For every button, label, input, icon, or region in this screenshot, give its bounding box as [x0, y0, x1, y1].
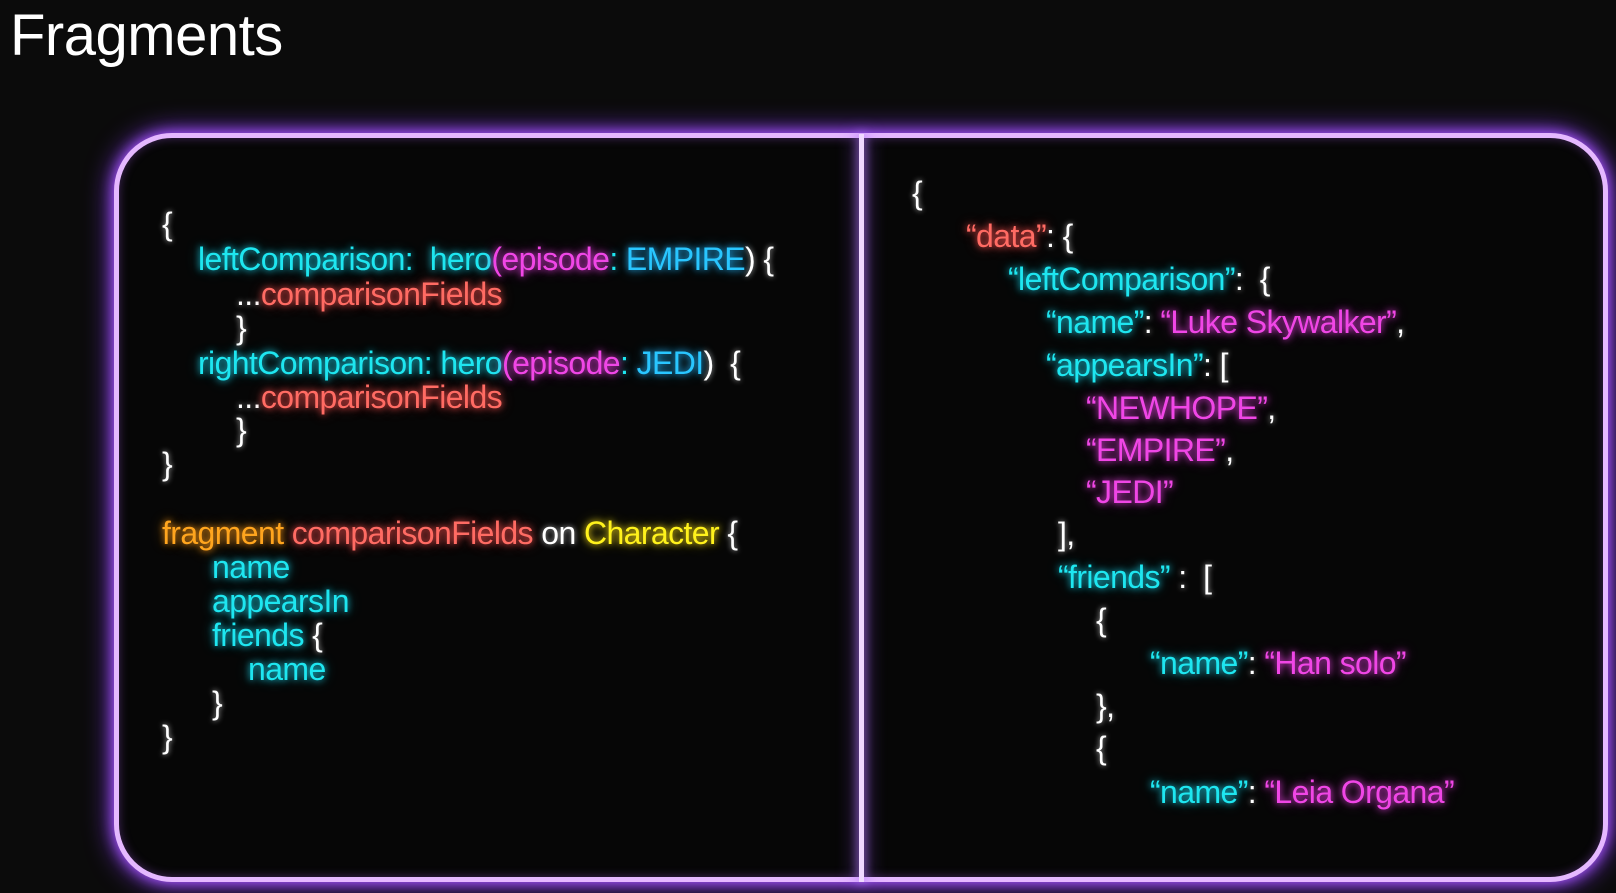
code-token: : [	[1169, 559, 1212, 595]
code-token: “NEWHOPE”	[1086, 390, 1268, 426]
code-token: ,	[1225, 432, 1234, 468]
query-code-line: }	[236, 310, 247, 347]
code-token: episode	[512, 345, 621, 381]
code-token: }	[212, 685, 223, 721]
code-token: “JEDI”	[1086, 474, 1174, 510]
code-token: “Han solo”	[1264, 645, 1406, 681]
code-token: appearsIn	[212, 583, 350, 619]
response-code-line: “EMPIRE”,	[1086, 432, 1234, 469]
response-code-line: “appearsIn”: [	[1046, 347, 1229, 384]
code-token: leftComparison:	[198, 241, 430, 277]
code-token: EMPIRE	[625, 241, 746, 277]
query-code-line: name	[212, 549, 290, 586]
query-code-line: }	[162, 719, 173, 756]
code-token: :	[1143, 304, 1161, 340]
code-token: )	[745, 241, 764, 277]
code-token: : {	[1234, 261, 1271, 297]
response-code-line: “data”: {	[966, 218, 1073, 255]
query-code-line: appearsIn	[212, 583, 350, 620]
code-token: JEDI	[636, 345, 705, 381]
code-token: }	[236, 310, 247, 346]
code-token: hero	[440, 345, 503, 381]
code-token: {	[719, 515, 738, 551]
code-token: {	[1096, 730, 1107, 766]
code-token: : {	[1046, 218, 1073, 254]
response-code-line: “friends” : [	[1058, 559, 1212, 596]
code-token: {	[162, 206, 173, 242]
code-token: {	[912, 175, 923, 211]
response-code-line: “name”: “Luke Skywalker”,	[1046, 304, 1405, 341]
query-code-line: }	[162, 446, 173, 483]
code-token: on	[532, 515, 584, 551]
response-code-line: “name”: “Leia Organa”	[1150, 774, 1455, 811]
response-code-line: {	[912, 175, 923, 212]
response-code-line: {	[1096, 602, 1107, 639]
code-token: “Luke Skywalker”	[1160, 304, 1397, 340]
response-code-line: “NEWHOPE”,	[1086, 390, 1276, 427]
response-code-line: ],	[1058, 516, 1075, 553]
code-token: :	[619, 345, 637, 381]
code-token: fragment	[162, 515, 292, 551]
code-token: “name”	[1150, 645, 1248, 681]
query-code-line: name	[248, 651, 326, 688]
query-code-line: rightComparison: hero(episode: JEDI) {	[198, 345, 741, 382]
code-token: ...	[236, 379, 261, 415]
code-token: ...	[236, 276, 261, 312]
code-token: “Leia Organa”	[1264, 774, 1454, 810]
code-token: comparisonFields	[260, 276, 503, 312]
code-token: hero	[429, 241, 492, 277]
code-token: : [	[1203, 347, 1228, 383]
code-token: },	[1096, 688, 1115, 724]
code-token: ,	[1396, 304, 1405, 340]
code-token: }	[236, 412, 247, 448]
code-token: name	[212, 549, 290, 585]
response-code-line: },	[1096, 688, 1115, 725]
query-code-line: fragment comparisonFields on Character {	[162, 515, 738, 552]
code-token: ],	[1058, 516, 1075, 552]
code-token: “leftComparison”	[1008, 261, 1236, 297]
code-token: “data”	[966, 218, 1047, 254]
query-code-line: {	[162, 206, 173, 243]
code-token: }	[162, 446, 173, 482]
response-code-line: {	[1096, 730, 1107, 767]
code-token: rightComparison:	[198, 345, 441, 381]
code-token: {	[730, 345, 741, 381]
query-code-line: }	[236, 412, 247, 449]
response-code-line: “JEDI”	[1086, 474, 1174, 511]
code-token: :	[1247, 774, 1265, 810]
code-token: )	[703, 345, 731, 381]
response-code-line: “leftComparison”: {	[1008, 261, 1270, 298]
code-token: “name”	[1046, 304, 1144, 340]
panel-divider	[859, 134, 864, 882]
code-token: Character	[583, 515, 720, 551]
code-token: :	[609, 241, 626, 277]
query-code-line: leftComparison: hero(episode: EMPIRE) {	[198, 241, 774, 278]
response-code-line: “name”: “Han solo”	[1150, 645, 1407, 682]
query-code-line: }	[212, 685, 223, 722]
code-token: episode	[501, 241, 610, 277]
code-token: (	[502, 345, 513, 381]
code-token: {	[303, 617, 323, 653]
code-token: friends	[212, 617, 304, 653]
code-token: {	[1096, 602, 1107, 638]
code-token: :	[1247, 645, 1265, 681]
code-token: name	[248, 651, 326, 687]
code-token: comparisonFields	[291, 515, 534, 551]
page-title: Fragments	[10, 3, 283, 68]
code-token: {	[763, 241, 774, 277]
code-token: “appearsIn”	[1046, 347, 1204, 383]
code-token: comparisonFields	[260, 379, 503, 415]
code-token: “EMPIRE”	[1086, 432, 1226, 468]
code-token: }	[162, 719, 173, 755]
code-token: “friends”	[1058, 559, 1171, 595]
query-code-line: ...comparisonFields	[236, 276, 503, 313]
query-code-line: friends {	[212, 617, 323, 654]
code-token: “name”	[1150, 774, 1248, 810]
query-code-line: ...comparisonFields	[236, 379, 503, 416]
code-token: (	[491, 241, 502, 277]
code-token: ,	[1267, 390, 1276, 426]
